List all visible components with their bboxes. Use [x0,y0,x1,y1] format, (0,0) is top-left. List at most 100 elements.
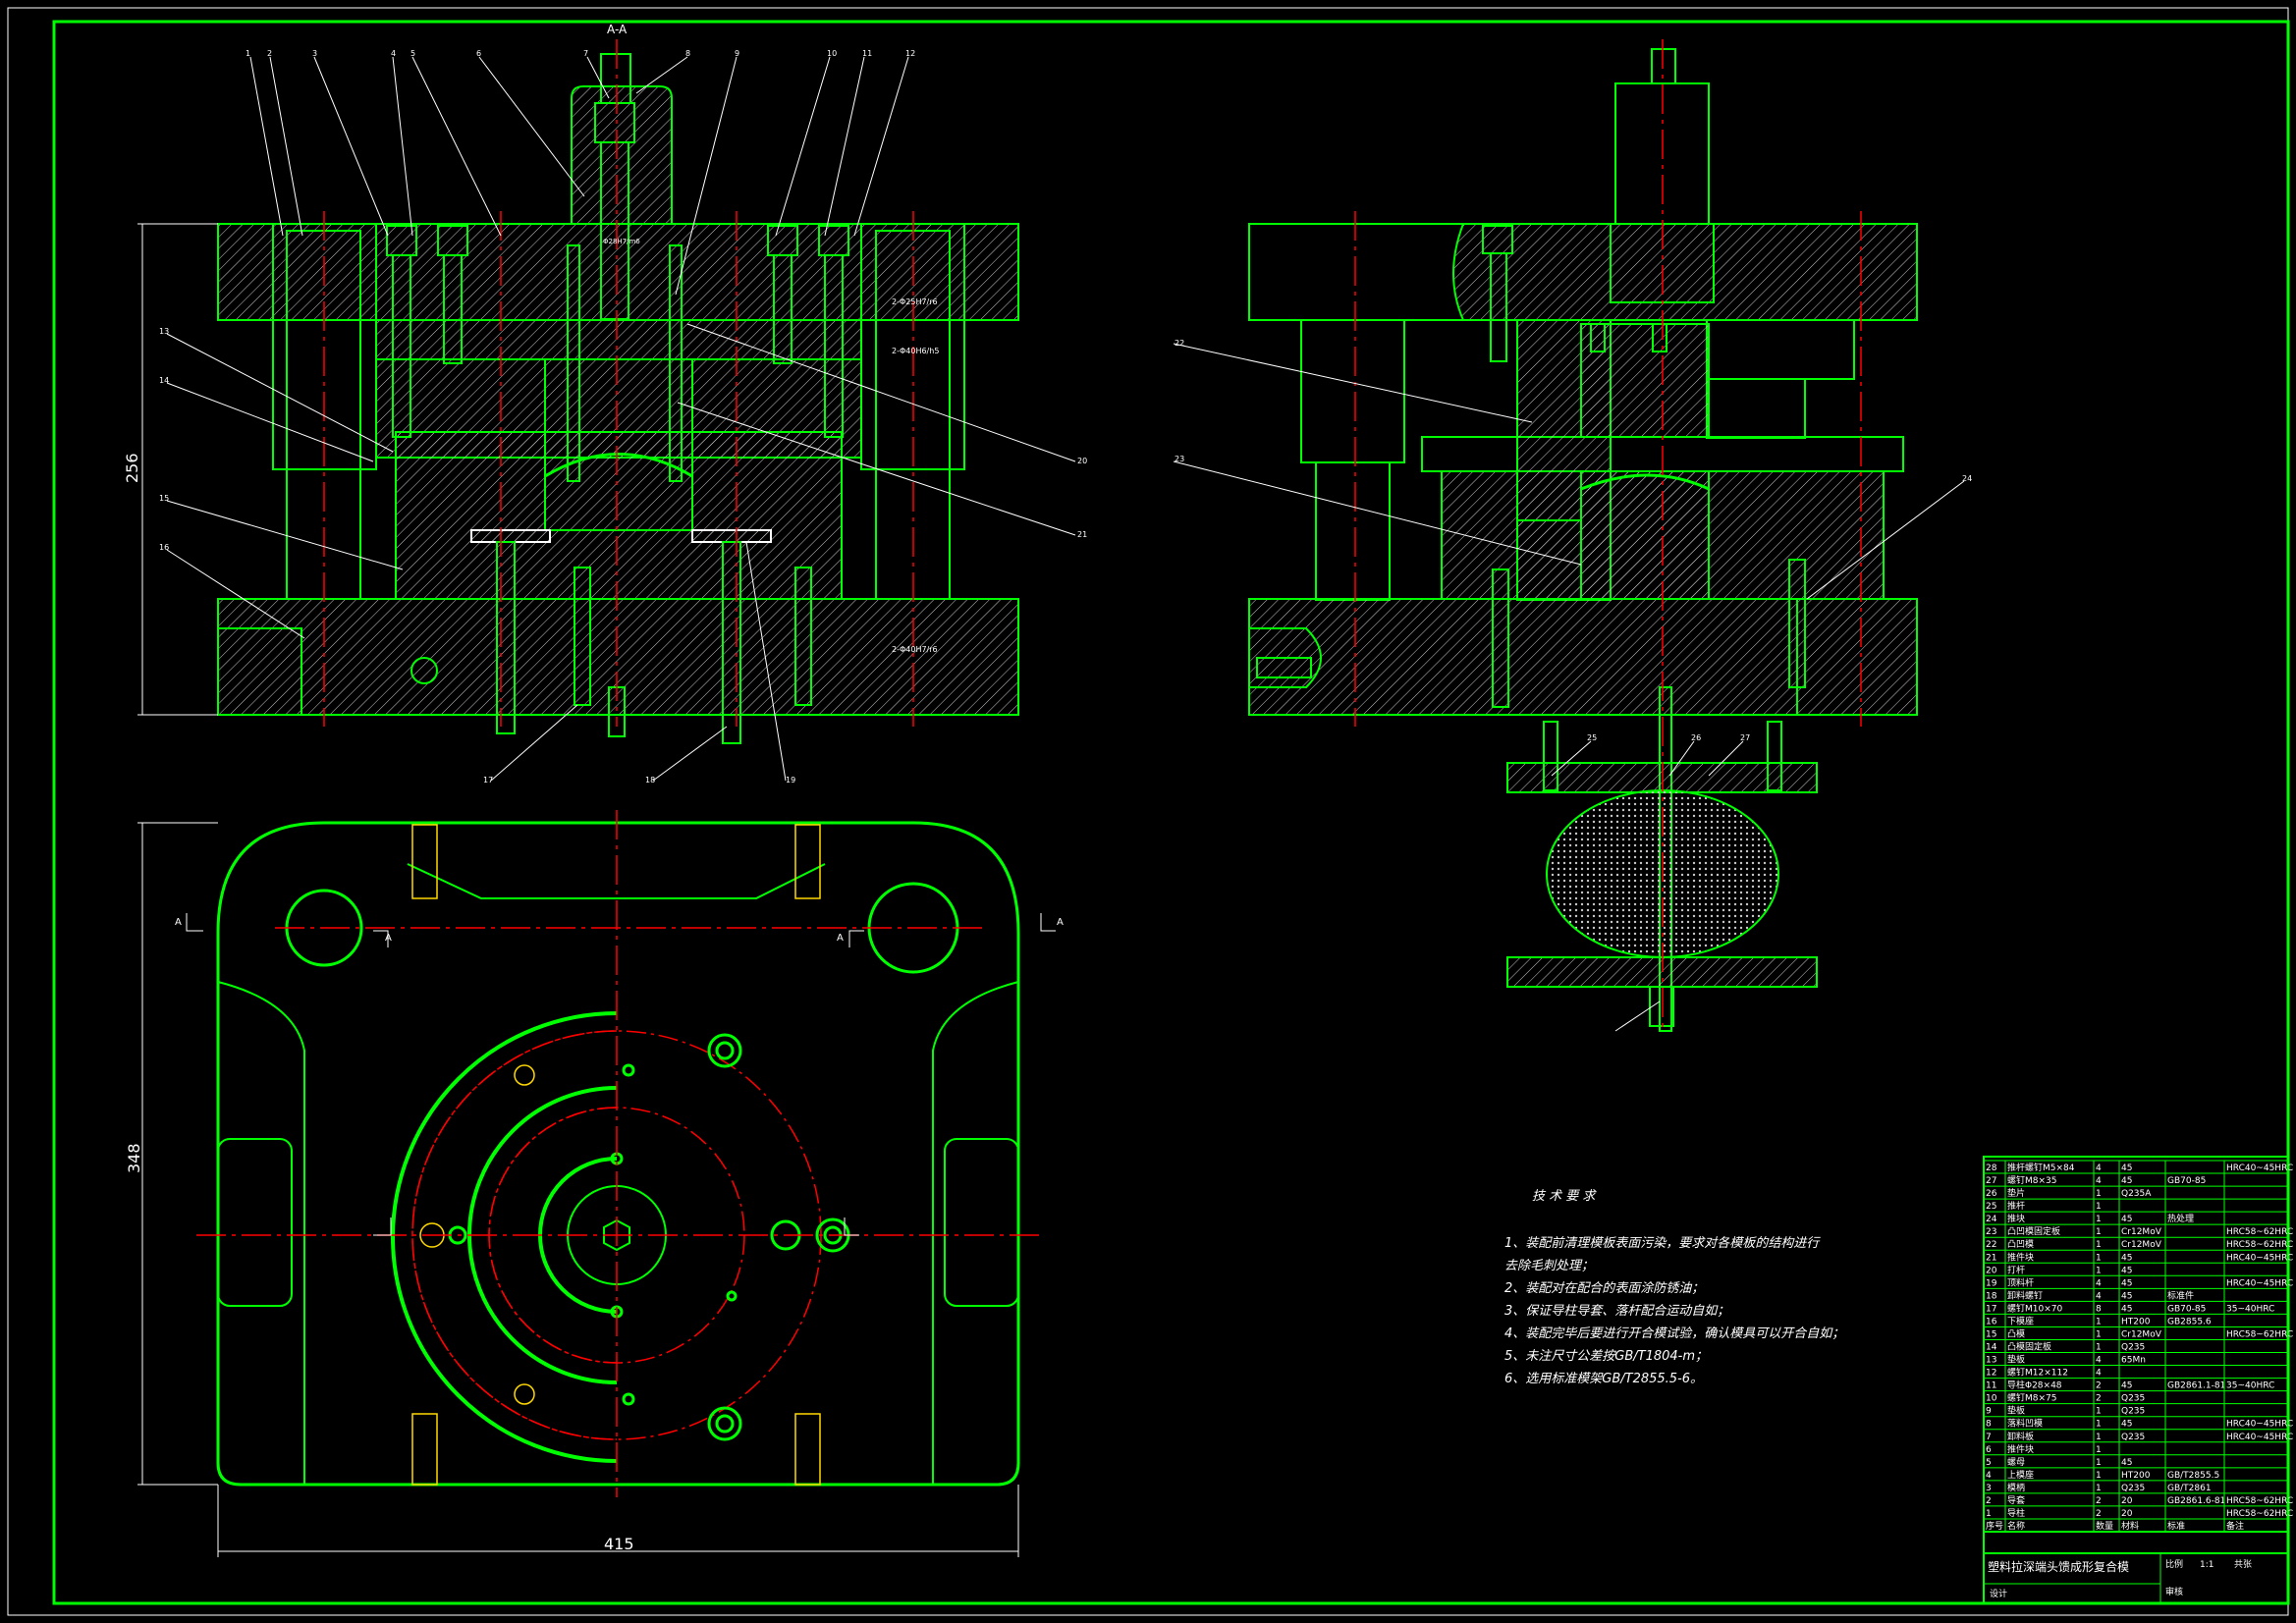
table-cell: 凸模固定板 [2007,1341,2051,1353]
table-cell: 顶料杆 [2007,1276,2034,1288]
dim-fit-center: Φ28H7/m6 [603,238,640,245]
table-cell: GB/T2861 [2167,1484,2212,1493]
technical-notes: 技 术 要 求 1、装配前清理模板表面污染，要求对各模板的结构进行 去除毛刺处理… [1504,1189,1844,1386]
table-cell: Q235 [2121,1394,2145,1404]
table-cell: 8 [2096,1304,2102,1314]
dim-fit-2: 2-Φ40H6/h5 [892,347,939,355]
table-cell: 下模座 [2007,1315,2034,1326]
table-cell: 45 [2121,1215,2132,1224]
table-cell: 28 [1986,1163,1997,1173]
section-mark-3: A [837,933,844,944]
table-cell: 9 [1986,1407,1992,1417]
table-cell: 2 [1986,1496,1992,1506]
table-cell: 1 [2096,1227,2102,1237]
table-cell: 45 [2121,1304,2132,1314]
table-cell: 推件块 [2007,1251,2034,1263]
table-cell: GB2861.6-81 [2167,1496,2225,1506]
note-line-5: 4、装配完毕后要进行开合模试验，确认模具可以开合自如； [1504,1325,1844,1341]
table-cell: 1 [2096,1266,2102,1275]
table-cell: HRC58~62HRC [2226,1496,2293,1506]
table-cell: 6 [1986,1445,1992,1455]
table-cell: 18 [1986,1291,1997,1301]
note-line-4: 3、保证导柱导套、落杆配合运动自如； [1504,1304,1729,1319]
upper-die-seat [217,223,1019,321]
table-cell: Q235 [2121,1433,2145,1442]
table-cell: HRC40~45HRC [2226,1163,2293,1173]
table-cell: 35~40HRC [2226,1304,2274,1314]
table-cell: 热处理 [2167,1213,2194,1224]
section-mark-1: A [175,917,182,928]
table-cell: 45 [2121,1291,2132,1301]
table-cell: 螺钉M8×75 [2007,1393,2057,1404]
part-label-17: 17 [483,776,493,784]
table-cell: HRC40~45HRC [2226,1253,2293,1263]
scale-label: 比例 [2165,1558,2183,1570]
table-cell: 材料 [2121,1520,2139,1532]
table-cell: 推件块 [2007,1443,2034,1455]
table-cell: Cr12MoV [2121,1227,2162,1237]
part-label-1: 1 [246,49,250,58]
section-mark-4: A [1057,917,1064,928]
note-line-2: 去除毛刺处理； [1504,1258,1594,1273]
note-line-3: 2、装配对在配合的表面涂防锈油； [1504,1280,1704,1296]
table-cell: 1 [2096,1471,2102,1481]
table-cell: HRC58~62HRC [2226,1329,2293,1339]
table-cell: 22 [1986,1240,1996,1250]
table-cell: 24 [1986,1215,1997,1224]
part-label-20: 20 [1077,457,1087,465]
table-cell: 模柄 [2007,1482,2025,1493]
table-cell: 垫板 [2007,1405,2025,1417]
table-cell: 垫片 [2007,1187,2025,1199]
part-label-22: 22 [1175,339,1184,348]
table-cell: 5 [1986,1458,1992,1468]
table-cell: 名称 [2007,1520,2025,1532]
inner-border [52,20,2290,1605]
table-cell: Q235 [2121,1343,2145,1353]
part-label-19: 19 [786,776,795,784]
part-label-15: 15 [159,494,169,503]
table-cell: 1 [2096,1253,2102,1263]
table-cell: 7 [1986,1433,1992,1442]
table-cell: 1 [2096,1433,2102,1442]
table-cell: 4 [2096,1278,2102,1288]
table-cell: 16 [1986,1317,1997,1326]
part-label-4: 4 [391,49,396,58]
table-cell: 45 [2121,1163,2132,1173]
section-mark-2: A [385,933,392,944]
table-cell: 推杆 [2007,1200,2025,1212]
table-cell: 卸料螺钉 [2007,1289,2043,1301]
part-label-10: 10 [827,49,837,58]
part-label-26: 26 [1691,733,1701,742]
table-cell: 1 [2096,1420,2102,1430]
part-label-6: 6 [476,49,481,58]
table-cell: 1 [2096,1458,2102,1468]
dim-height-plan: 348 [125,1143,143,1173]
scale-value: 1:1 [2200,1560,2214,1570]
table-cell: 标准件 [2167,1289,2194,1301]
table-cell: 导柱 [2007,1507,2025,1519]
part-label-5: 5 [410,49,415,58]
table-cell: 推块 [2007,1213,2025,1224]
table-cell: 螺钉M12×112 [2007,1368,2068,1379]
table-cell: 2 [2096,1394,2102,1404]
table-cell: GB2861.1-81 [2167,1381,2225,1391]
table-cell: 35~40HRC [2226,1381,2274,1391]
table-cell: 凸凹模固定板 [2007,1225,2060,1237]
note-line-1: 1、装配前清理模板表面污染，要求对各模板的结构进行 [1504,1235,1821,1251]
table-cell: GB/T2855.5 [2167,1471,2219,1481]
table-cell: 打杆 [2007,1264,2025,1275]
table-cell: 2 [2096,1509,2102,1519]
table-cell: 45 [2121,1278,2132,1288]
table-cell: GB70-85 [2167,1304,2206,1314]
part-label-8: 8 [685,49,690,58]
part-label-2: 2 [267,49,272,58]
dim-height-top: 256 [123,453,141,483]
table-cell: 20 [1986,1266,1997,1275]
table-cell: Cr12MoV [2121,1329,2162,1339]
table-cell: Q235 [2121,1484,2145,1493]
table-cell: 12 [1986,1369,1996,1379]
table-cell: 20 [2121,1496,2133,1506]
